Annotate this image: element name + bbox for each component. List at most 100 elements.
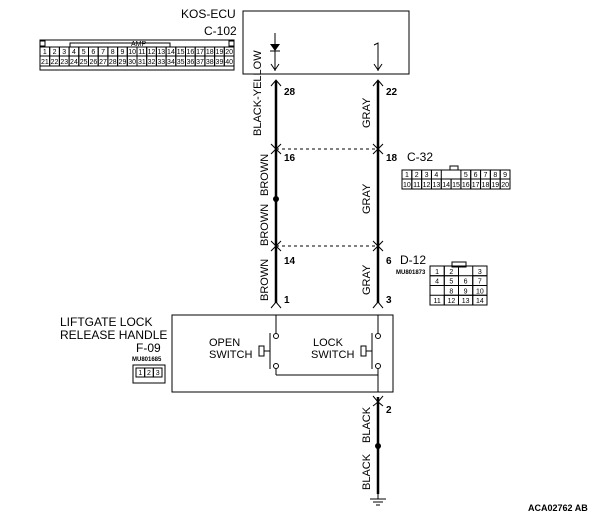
d12-pin-10: 10 [476,288,484,295]
d12-pin-11: 11 [433,298,440,305]
c32-pin-left: 16 [284,153,296,164]
ecu-conn-pin-4: 4 [72,49,76,56]
wire-label-ground-upper: BLACK [361,406,373,443]
c32-pin-10: 10 [403,182,411,189]
ecu-connector-amp: AMP [131,41,147,48]
c32-pin-7: 7 [484,172,488,179]
handle-box [171,314,394,393]
ecu-conn-pin-28: 28 [109,59,117,66]
ecu-pin-left: 28 [284,87,296,98]
d12-pin-12: 12 [447,298,455,305]
ecu-name: KOS-ECU [181,7,236,21]
ecu-conn-pin-16: 16 [186,49,194,56]
wire-label-right-low: GRAY [361,264,373,295]
c32-pin-20-box [499,178,511,190]
ecu-conn-pin-34: 34 [167,59,175,66]
handle-pin-right: 3 [386,295,392,306]
d12-pin-3: 3 [478,269,482,276]
d12-pin-1: 1 [435,269,439,276]
d12-name: D-12 [400,253,426,267]
c32-pin-20: 20 [501,182,509,189]
f09-pin-3: 3 [156,370,160,377]
ecu-conn-pin-32: 32 [148,59,156,66]
f09-pin-2: 2 [147,370,151,377]
handle-pin-left: 1 [284,295,290,306]
c32-pin-8: 8 [493,172,497,179]
lock-switch-label-line2: SWITCH [311,349,354,361]
ecu-conn-pin-24: 24 [70,59,78,66]
d12-pin-13: 13 [462,298,470,305]
ecu-conn-pin-7: 7 [101,49,105,56]
d12-part-number: MU801873 [396,270,426,276]
ecu-conn-pin-40-box [223,55,235,67]
ecu-conn-pin-8: 8 [111,49,115,56]
ecu-pin-right: 22 [386,87,398,98]
c32-name: C-32 [407,150,433,164]
d12-pin-14: 14 [476,298,484,305]
ecu-conn-pin-36: 36 [186,59,194,66]
wire-label-right-top: GRAY [361,97,373,128]
d12-pin-5: 5 [449,279,453,286]
ecu-conn-pin-2: 2 [53,49,57,56]
d12-pin-7: 7 [478,279,482,286]
d12-pin-6: 6 [464,279,468,286]
c32-pin-12: 12 [423,182,431,189]
c32-pin-6: 6 [474,172,478,179]
ecu-conn-pin-11: 11 [138,49,145,56]
handle-title-line2: RELEASE HANDLE [60,328,167,342]
wire-label-right-mid: GRAY [361,183,373,214]
d12-pin-9: 9 [464,288,468,295]
open-switch-label-line2: SWITCH [209,349,252,361]
ecu-conn-pin-12: 12 [148,49,156,56]
c32-pin-11: 11 [413,182,420,189]
wire-label-left-mid1: BROWN [259,154,271,196]
c32-pin-16: 16 [462,182,470,189]
d12-pin-2: 2 [449,269,453,276]
ecu-conn-pin-20: 20 [225,49,233,56]
ecu-conn-pin-1: 1 [43,49,47,56]
ecu-conn-pin-31: 31 [138,59,146,66]
ecu-conn-pin-25: 25 [80,59,88,66]
ecu-conn-pin-17: 17 [196,49,204,56]
ecu-conn-pin-21: 21 [41,59,49,66]
c32-pin-15: 15 [452,182,460,189]
handle-part-number: MU801685 [132,357,162,363]
handle-title-line1: LIFTGATE LOCK [60,315,152,329]
ecu-conn-pin-19: 19 [216,49,224,56]
ecu-conn-pin-10: 10 [128,49,136,56]
f09-pin-1: 1 [138,370,142,377]
splice-ground [375,443,381,449]
ecu-conn-pin-15: 15 [177,49,185,56]
c32-pin-19: 19 [491,182,499,189]
diagram-code: ACA02762 AB [528,503,588,513]
wire-label-ground-lower: BLACK [361,453,373,490]
ground-icon [370,494,386,506]
open-switch-icon [258,315,279,375]
ecu-conn-pin-18: 18 [206,49,214,56]
lock-switch-label-line1: LOCK [313,337,344,349]
ecu-conn-pin-9: 9 [120,49,124,56]
ecu-conn-pin-3: 3 [62,49,66,56]
c32-pin-3: 3 [425,172,429,179]
c32-pin-1: 1 [405,172,409,179]
ecu-conn-pin-30: 30 [128,59,136,66]
d12-pin-8: 8 [449,288,453,295]
handle-connector-id: F-09 [136,341,161,355]
c32-pin-14: 14 [442,182,450,189]
ecu-conn-pin-39: 39 [216,59,224,66]
c32-pin-right: 18 [386,153,398,164]
wire-label-left-mid2: BROWN [259,204,271,246]
ecu-connector-id: C-102 [204,24,237,38]
ecu-conn-pin-26: 26 [89,59,97,66]
c32-pin-18: 18 [482,182,490,189]
lock-switch-icon [360,315,381,392]
ecu-input-icon [373,42,383,71]
ecu-diode-icon [270,33,280,71]
ecu-conn-pin-5: 5 [82,49,86,56]
c32-pin-13: 13 [432,182,440,189]
